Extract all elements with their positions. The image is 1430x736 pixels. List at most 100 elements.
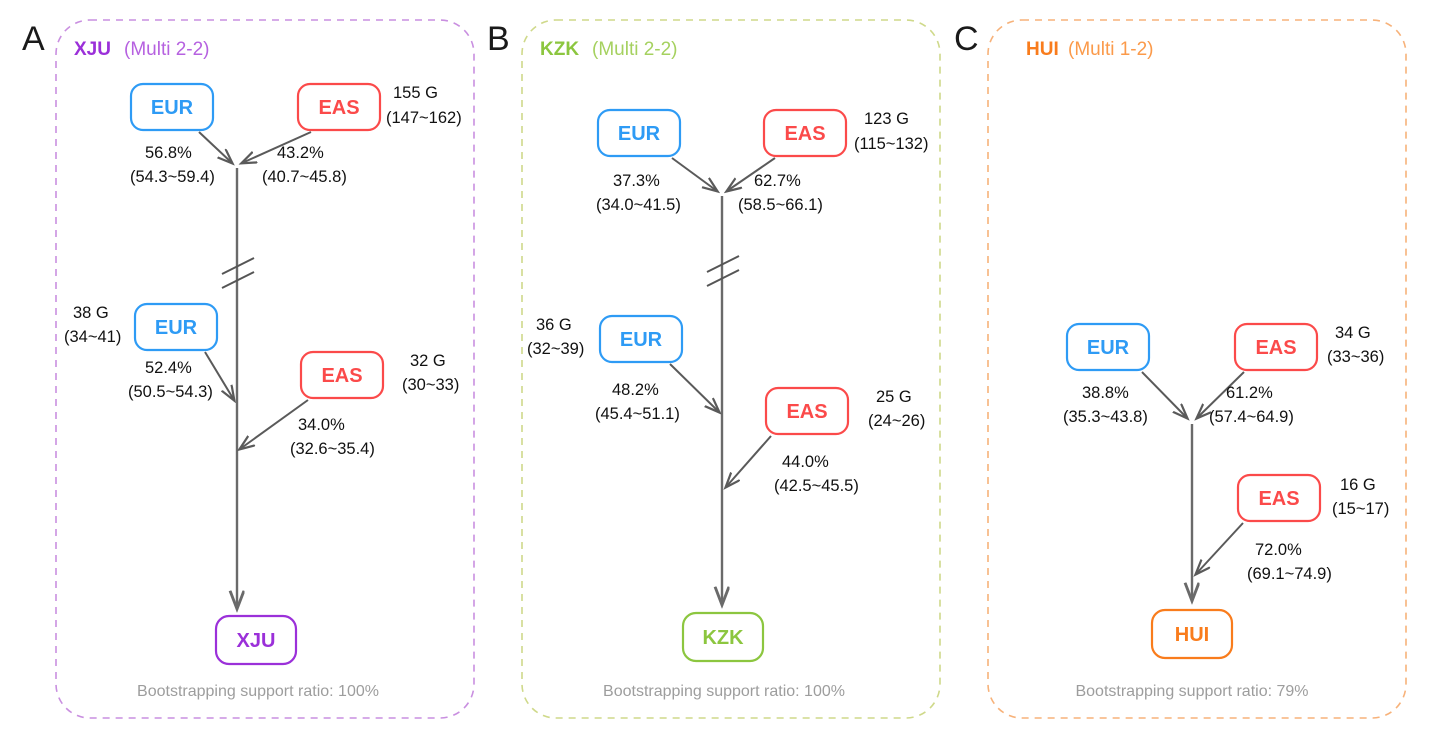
panel-a-mid-right-gen-value: 32 G (410, 352, 446, 370)
panel-b-node-eur-mid-label: EUR (620, 329, 663, 351)
panel-a-edge-eur-mid (204, 351, 234, 400)
panel-b-edge-eur-top (671, 157, 717, 191)
panel-c-edge-eur-top (1141, 371, 1187, 418)
panel-c-top-gen-ci: (33~36) (1327, 348, 1384, 366)
panel-b-subtitle: (Multi 2-2) (592, 39, 678, 60)
panel-b-left-pct-top-ci: (34.0~41.5) (596, 196, 681, 214)
panel-a-right-pct-top-value: 43.2% (277, 144, 324, 162)
panel-b-node-eas-mid: EAS (764, 386, 850, 436)
panel-c-mid-right-gen-value: 16 G (1340, 476, 1376, 494)
panel-a-mid-left-gen-ci: (34~41) (64, 328, 121, 346)
panel-b-edge-eas-mid (726, 435, 772, 487)
panel-c-node-eas-top-label: EAS (1255, 337, 1296, 359)
panel-a-break-mark-1 (221, 257, 255, 275)
panel-a-edge-eur-top (198, 131, 232, 163)
panel-a-letter: A (22, 20, 45, 58)
panel-a-left-pct-top-ci: (54.3~59.4) (130, 168, 215, 186)
panel-a-edge-eas-top (242, 131, 312, 163)
panel-a-node-eas-top: EAS (296, 82, 382, 132)
panel-c-border (987, 19, 1407, 719)
panel-a: A XJU (Multi 2-2) EUR EAS 155 G ( (22, 19, 475, 719)
panel-c-letter: C (954, 20, 979, 58)
panel-b-right-pct-top-value: 62.7% (754, 172, 801, 190)
panel-b-mid-right-pct-value: 44.0% (782, 453, 829, 471)
panel-a-mid-right-gen-ci: (30~33) (402, 376, 459, 394)
panel-c-left-pct-top-ci: (35.3~43.8) (1063, 408, 1148, 426)
panel-a-break-mark-2 (221, 271, 255, 289)
panel-a-left-pct-top-value: 56.8% (145, 144, 192, 162)
panel-a-edge-eas-mid (240, 399, 309, 449)
panel-a-top-gen-value: 155 G (393, 84, 438, 102)
panel-b-target-node: KZK (681, 611, 765, 663)
panel-a-border (55, 19, 475, 719)
panel-c-footnote: Bootstrapping support ratio: 79% (1075, 683, 1308, 700)
panel-a-node-eas-mid-label: EAS (321, 365, 362, 387)
panel-c: C HUI (Multi 1-2) EUR EAS 34 G (33~36) 3… (954, 19, 1407, 719)
panel-b-right-pct-top-ci: (58.5~66.1) (738, 196, 823, 214)
panel-c-mid-right-pct-ci: (69.1~74.9) (1247, 565, 1332, 583)
panel-c-subtitle: (Multi 1-2) (1068, 39, 1154, 60)
panel-c-node-eur-top-label: EUR (1087, 337, 1130, 359)
panel-c-title: HUI (1026, 39, 1059, 60)
panel-b-node-eas-top: EAS (762, 108, 848, 158)
panel-b-node-eur-top: EUR (596, 108, 682, 158)
panel-a-node-eas-mid: EAS (299, 350, 385, 400)
panel-a-mid-right-pct-value: 34.0% (298, 416, 345, 434)
panel-c-mid-right-pct-value: 72.0% (1255, 541, 1302, 559)
panel-a-target-node: XJU (214, 614, 298, 666)
panel-a-title: XJU (74, 39, 111, 60)
panel-b-mid-left-gen-value: 36 G (536, 316, 572, 334)
panel-b-node-eas-mid-label: EAS (786, 401, 827, 423)
panel-c-mid-right-gen-ci: (15~17) (1332, 500, 1389, 518)
panel-b-node-eas-top-label: EAS (784, 123, 825, 145)
panel-b-break-mark-2 (706, 269, 740, 287)
panel-b-node-eur-mid: EUR (598, 314, 684, 364)
panel-a-mid-left-pct-ci: (50.5~54.3) (128, 383, 213, 401)
panel-b-mid-left-pct-value: 48.2% (612, 381, 659, 399)
panel-b-target-node-label: KZK (702, 627, 744, 649)
panel-a-node-eur-mid: EUR (133, 302, 219, 352)
panel-a-subtitle: (Multi 2-2) (124, 39, 210, 60)
panel-b-mid-right-pct-ci: (42.5~45.5) (774, 477, 859, 495)
panel-c-target-node: HUI (1150, 608, 1234, 660)
panel-b-border (521, 19, 941, 719)
panel-b-mid-right-gen-value: 25 G (876, 388, 912, 406)
panel-c-edge-eas-mid (1196, 522, 1244, 574)
panel-b-footnote: Bootstrapping support ratio: 100% (603, 683, 845, 700)
panel-b-left-pct-top-value: 37.3% (613, 172, 660, 190)
panel-a-mid-right-pct-ci: (32.6~35.4) (290, 440, 375, 458)
panel-c-top-gen-value: 34 G (1335, 324, 1371, 342)
panel-c-edge-eas-top (1197, 371, 1245, 418)
panel-a-mid-left-pct-value: 52.4% (145, 359, 192, 377)
panel-a-target-node-label: XJU (237, 630, 276, 652)
panel-b-edge-eas-top (727, 157, 776, 191)
panel-a-footnote: Bootstrapping support ratio: 100% (137, 683, 379, 700)
panel-b: B KZK (Multi 2-2) EUR EAS 123 G (115~132… (487, 19, 941, 719)
panel-c-node-eur-top: EUR (1065, 322, 1151, 372)
panel-c-node-eas-mid-label: EAS (1258, 488, 1299, 510)
panel-b-letter: B (487, 20, 510, 58)
panel-c-target-node-label: HUI (1175, 624, 1209, 646)
panel-c-node-eas-mid: EAS (1236, 473, 1322, 523)
panel-b-break-mark-1 (706, 255, 740, 273)
panel-b-node-eur-top-label: EUR (618, 123, 661, 145)
panel-b-mid-left-gen-ci: (32~39) (527, 340, 584, 358)
panel-b-top-gen-value: 123 G (864, 110, 909, 128)
panel-a-right-pct-top-ci: (40.7~45.8) (262, 168, 347, 186)
panel-c-right-pct-top-ci: (57.4~64.9) (1209, 408, 1294, 426)
panel-b-mid-left-pct-ci: (45.4~51.1) (595, 405, 680, 423)
panel-a-node-eur-top-label: EUR (151, 97, 194, 119)
panel-b-edge-eur-mid (669, 363, 719, 412)
panel-c-node-eas-top: EAS (1233, 322, 1319, 372)
panel-b-top-gen-ci: (115~132) (854, 135, 928, 153)
panel-b-mid-right-gen-ci: (24~26) (868, 412, 925, 430)
panel-b-title: KZK (540, 39, 579, 60)
panel-a-node-eur-top: EUR (129, 82, 215, 132)
panel-a-mid-left-gen-value: 38 G (73, 304, 109, 322)
panel-a-top-gen-ci: (147~162) (386, 109, 462, 127)
panel-c-left-pct-top-value: 38.8% (1082, 384, 1129, 402)
panel-a-node-eur-mid-label: EUR (155, 317, 198, 339)
panel-c-right-pct-top-value: 61.2% (1226, 384, 1273, 402)
